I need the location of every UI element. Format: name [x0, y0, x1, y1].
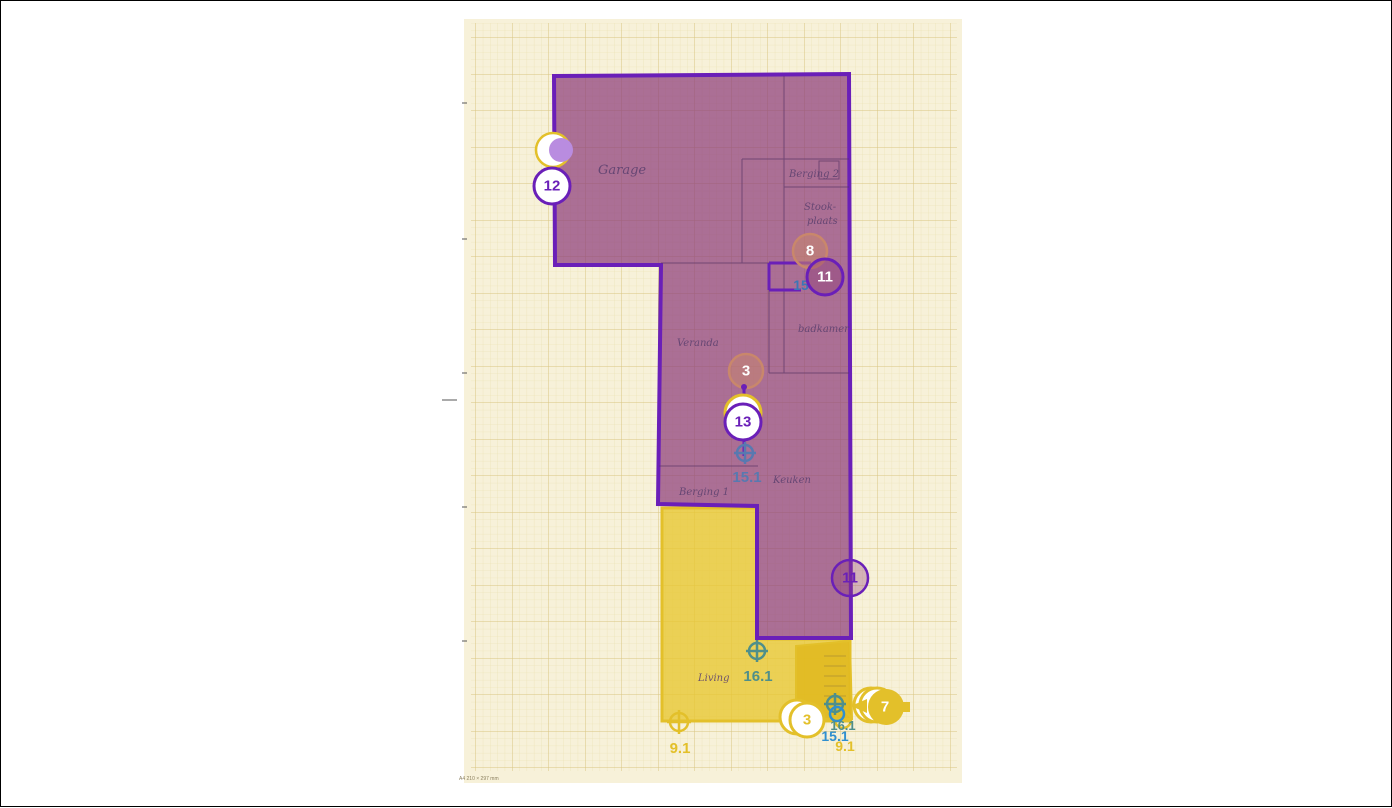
svg-text:11: 11 — [842, 570, 858, 587]
badge-7[interactable]: 7 — [851, 689, 910, 725]
svg-text:3: 3 — [742, 363, 750, 380]
sketch-walls — [659, 76, 849, 467]
badge-11-top[interactable]: 11 — [805, 257, 845, 297]
connector-dot — [741, 384, 747, 390]
marker-label-15-1-right: 15.1 — [821, 728, 848, 744]
room-label-berging2: Berging 2 — [788, 169, 839, 180]
crosshair-target-icon[interactable] — [828, 705, 846, 723]
crosshair-target-icon[interactable] — [746, 640, 768, 662]
marker-label-15-partial: 15 — [793, 277, 809, 293]
marker-label-9-1-left: 9.1 — [670, 740, 691, 757]
marker-label-15-1-mid: 15.1 — [732, 469, 761, 486]
marker-label-16-1-mid: 16.1 — [743, 668, 772, 685]
room-label-stookplaats-1: Stook- — [804, 202, 837, 213]
svg-text:11: 11 — [817, 269, 833, 286]
svg-text:13: 13 — [735, 414, 752, 431]
paper-footer: A4 210 × 297 mm — [459, 776, 499, 782]
margin-ticks — [442, 102, 467, 642]
room-label-veranda: Veranda — [677, 338, 719, 349]
room-label-berging1: Berging 1 — [678, 487, 729, 498]
badge-11-right[interactable]: 11 — [830, 558, 870, 598]
svg-text:7: 7 — [881, 699, 889, 716]
svg-text:3: 3 — [803, 712, 811, 729]
marker-label-9-1-right: 9.1 — [835, 738, 855, 754]
room-label-garage: Garage — [598, 163, 646, 178]
marker-label-16-1-right: 16.1 — [830, 718, 855, 733]
svg-text:8: 8 — [806, 243, 814, 260]
badge-13[interactable]: 13 — [723, 402, 763, 442]
badge-hidden-yellow[interactable] — [534, 131, 573, 169]
room-label-stookplaats-2: plaats — [807, 216, 838, 227]
room-label-keuken: Keuken — [772, 475, 811, 486]
badge-3-bottom[interactable]: 3 — [788, 701, 826, 739]
room-label-badkamer: badkamer — [798, 324, 850, 335]
crosshair-target-icon[interactable] — [734, 442, 756, 464]
badge-3-mid[interactable]: 3 — [727, 352, 765, 390]
badge-12[interactable]: 12 — [532, 166, 572, 206]
room-label-living: Living — [697, 673, 730, 684]
zone-main-building[interactable] — [551, 71, 854, 640]
crosshair-target-icon[interactable] — [824, 693, 846, 715]
crosshair-target-icon[interactable] — [667, 710, 691, 734]
stairs-sketch — [824, 655, 846, 697]
svg-text:12: 12 — [544, 178, 561, 195]
